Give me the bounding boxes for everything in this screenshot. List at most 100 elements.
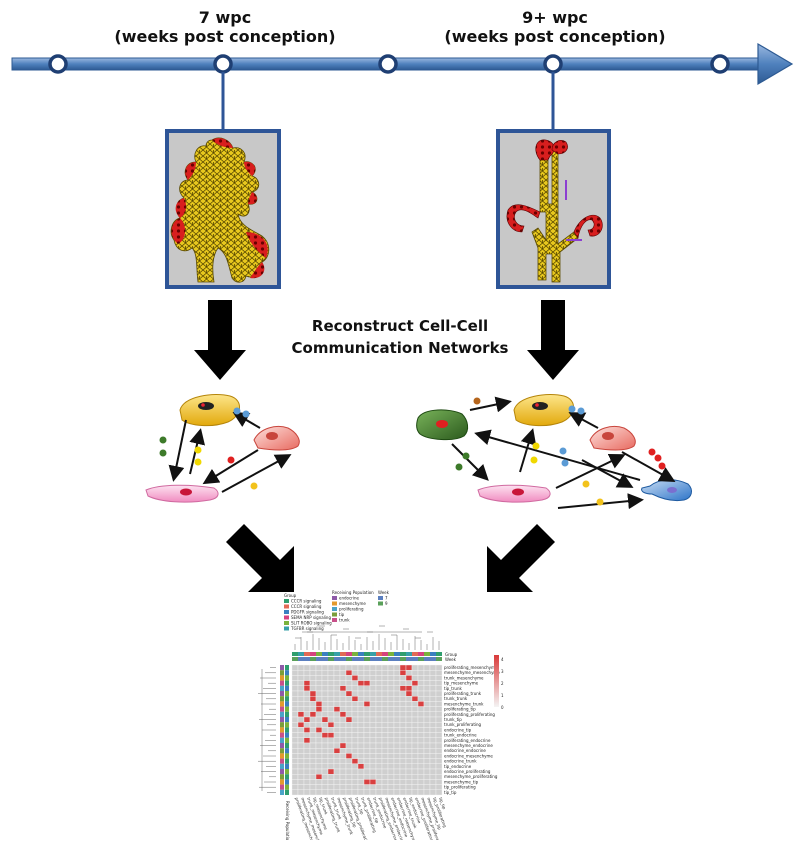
- heatmap-cell: [411, 675, 419, 681]
- heatmap-cell: [309, 758, 317, 764]
- heatmap-cell: [297, 706, 305, 712]
- heatmap-cell: [411, 716, 419, 723]
- heatmap-cell: [363, 727, 371, 733]
- row-annotation-cell: [285, 685, 289, 691]
- heatmap-cell: [345, 722, 353, 728]
- cell-blue-right: [641, 479, 692, 501]
- heatmap-cell: [345, 748, 353, 754]
- heatmap-cell: [399, 758, 407, 764]
- heatmap-cell: [351, 737, 359, 744]
- heatmap-cell: [339, 670, 347, 676]
- heatmap-cell: [417, 701, 425, 707]
- heatmap-cell: [411, 737, 419, 744]
- heatmap-cell: [315, 784, 323, 790]
- annotation-week-cell: [406, 657, 412, 661]
- heatmap-cell: [357, 706, 365, 712]
- heatmap-cell: [435, 748, 443, 754]
- heatmap-cell: [327, 789, 335, 796]
- heatmap-cell: [309, 675, 317, 681]
- timeline-node-1: [48, 54, 68, 74]
- heatmap-cell: [417, 664, 425, 671]
- heatmap-cell: [399, 680, 407, 686]
- heatmap-cell: [435, 722, 443, 728]
- heatmap-cell: [309, 774, 317, 780]
- heatmap-cell: [321, 701, 329, 707]
- heatmap-cell: [411, 727, 419, 733]
- heatmap-cell: [351, 716, 359, 723]
- heatmap-cell: [393, 675, 401, 681]
- heatmap-cell: [339, 716, 347, 723]
- heatmap-cell: [303, 774, 311, 780]
- heatmap-cell: [321, 711, 329, 718]
- heatmap-cell: [411, 768, 419, 775]
- row-annotation-cell: [285, 763, 289, 769]
- annotation-week-cell: [292, 657, 298, 661]
- heatmap-cell: [417, 737, 425, 744]
- annotation-week-cell: [304, 657, 310, 661]
- heatmap-cell: [423, 670, 431, 676]
- heatmap-cell: [321, 680, 329, 686]
- heatmap-cell: [315, 696, 323, 702]
- legend-receiving-swatch: [332, 618, 337, 622]
- heatmap-cell: [435, 737, 443, 744]
- heatmap-cell: [351, 670, 359, 676]
- heatmap-cell: [393, 774, 401, 780]
- heatmap-cell: [411, 680, 419, 686]
- heatmap-row-label: proliferating_mesenchyme: [444, 665, 498, 670]
- heatmap-cell: [387, 696, 395, 702]
- timeline-node-3: [378, 54, 398, 74]
- heatmap-cell: [405, 701, 413, 707]
- heatmap-cell: [345, 701, 353, 707]
- heatmap-cell: [345, 753, 353, 759]
- heatmap-cell: [369, 701, 377, 707]
- heatmap-cell: [381, 779, 389, 785]
- heatmap-cell: [411, 758, 419, 764]
- heatmap-cell: [435, 789, 443, 796]
- heatmap-cell: [363, 701, 371, 707]
- heatmap-cell: [381, 711, 389, 718]
- heatmap-cell: [417, 690, 425, 697]
- heatmap-cell: [297, 711, 305, 718]
- heatmap-cell: [297, 727, 305, 733]
- heatmap-cell: [309, 711, 317, 718]
- heatmap-cell: [369, 779, 377, 785]
- row-annotation-cell: [285, 675, 289, 681]
- heatmap-cell: [309, 680, 317, 686]
- heatmap-cell: [381, 748, 389, 754]
- heatmap-cell: [435, 690, 443, 697]
- heatmap-cell: [297, 716, 305, 723]
- heatmap-cell: [381, 784, 389, 790]
- heatmap-cell: [333, 685, 341, 692]
- heatmap-cell: [369, 737, 377, 744]
- heatmap-cell: [435, 727, 443, 733]
- heatmap-cell: [327, 716, 335, 723]
- legend-group-label: TGFBR signaling: [290, 626, 324, 631]
- heatmap-cell: [399, 742, 407, 749]
- label-7wpc: 7 wpc (weeks post conception): [110, 8, 340, 46]
- heatmap-cell: [423, 701, 431, 707]
- heatmap-cell: [357, 758, 365, 764]
- heatmap-cell: [369, 742, 377, 749]
- legend-week-label: 9: [385, 601, 388, 606]
- heatmap-cell: [369, 696, 377, 702]
- heatmap-cell: [369, 716, 377, 723]
- heatmap-cell: [363, 706, 371, 712]
- center-label-line1: Reconstruct Cell-Cell: [311, 317, 489, 335]
- heatmap-cell: [351, 779, 359, 785]
- color-scale-label: 2: [501, 681, 504, 686]
- heatmap-cell: [429, 748, 437, 754]
- heatmap-cell: [315, 753, 323, 759]
- annotation-week-cell: [346, 657, 352, 661]
- annotation-week-cell: [394, 657, 400, 661]
- heatmap-cell: [381, 670, 389, 676]
- legend-receiving-swatch: [332, 607, 337, 611]
- heatmap-cell: [411, 670, 419, 676]
- row-annotation-cell: [285, 743, 289, 749]
- heatmap-cell: [411, 696, 419, 702]
- heatmap-cell: [417, 742, 425, 749]
- heatmap-row-label: tip_proliferating: [444, 785, 476, 790]
- heatmap-cell: [381, 768, 389, 775]
- heatmap-cell: [297, 737, 305, 744]
- heatmap-cell: [369, 675, 377, 681]
- color-scale-label: 4: [501, 657, 504, 662]
